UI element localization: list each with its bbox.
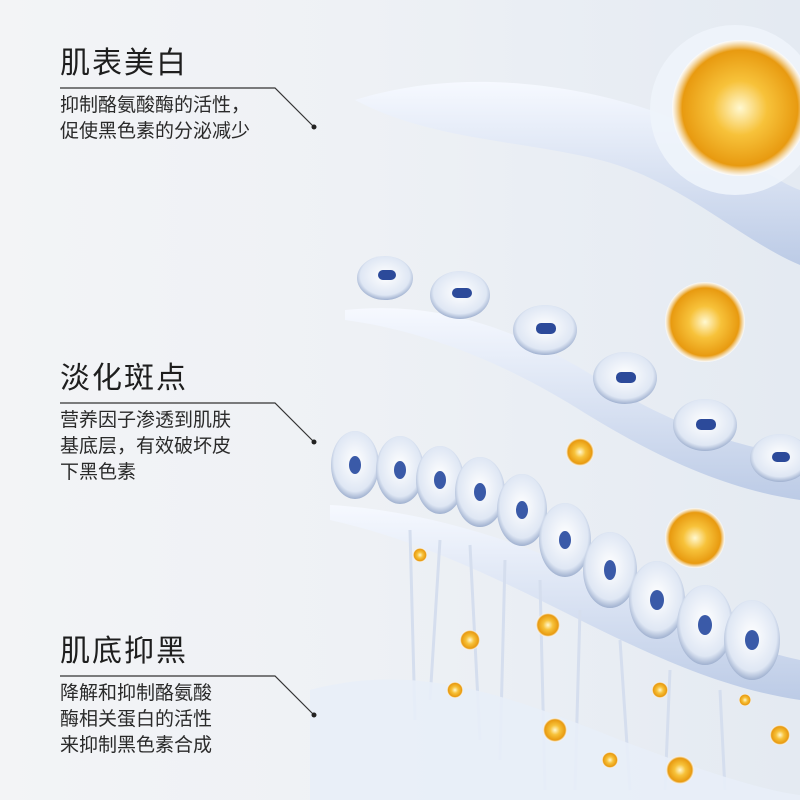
desc-line: 来抑制黑色素合成 <box>60 734 213 756</box>
section-fade-spots: 淡化斑点 营养因子渗透到肌肤 基底层，有效破坏皮 下黑色素 <box>60 361 320 485</box>
basal-layer <box>330 505 800 700</box>
section-title: 肌表美白 <box>60 46 188 81</box>
desc-line: 降解和抑制酪氨酸 <box>60 682 213 704</box>
desc-line: 酶相关蛋白的活性 <box>60 708 213 730</box>
cell-row-lower <box>331 431 780 680</box>
desc-line: 抑制酪氨酸酶的活性， <box>60 94 251 116</box>
section-title: 淡化斑点 <box>60 361 188 396</box>
desc-line: 下黑色素 <box>60 461 137 483</box>
cell-row-upper <box>357 256 800 482</box>
spinous-layer <box>345 308 800 500</box>
section-surface-whitening: 肌表美白 抑制酪氨酸酶的活性， 促使黑色素的分泌减少 <box>60 46 320 144</box>
section-deep-inhibit: 肌底抑黑 降解和抑制酪氨酸 酶相关蛋白的活性 来抑制黑色素合成 <box>60 634 320 758</box>
section-description: 降解和抑制酪氨酸 酶相关蛋白的活性 来抑制黑色素合成 <box>60 680 320 758</box>
desc-line: 促使黑色素的分泌减少 <box>60 120 251 142</box>
desc-line: 基底层，有效破坏皮 <box>60 435 232 457</box>
section-description: 抑制酪氨酸酶的活性， 促使黑色素的分泌减少 <box>60 92 320 144</box>
melanin-sphere-medium <box>665 282 745 362</box>
section-title: 肌底抑黑 <box>60 634 188 669</box>
section-description: 营养因子渗透到肌肤 基底层，有效破坏皮 下黑色素 <box>60 407 320 485</box>
melanin-dots <box>413 548 790 784</box>
desc-line: 营养因子渗透到肌肤 <box>60 409 232 431</box>
